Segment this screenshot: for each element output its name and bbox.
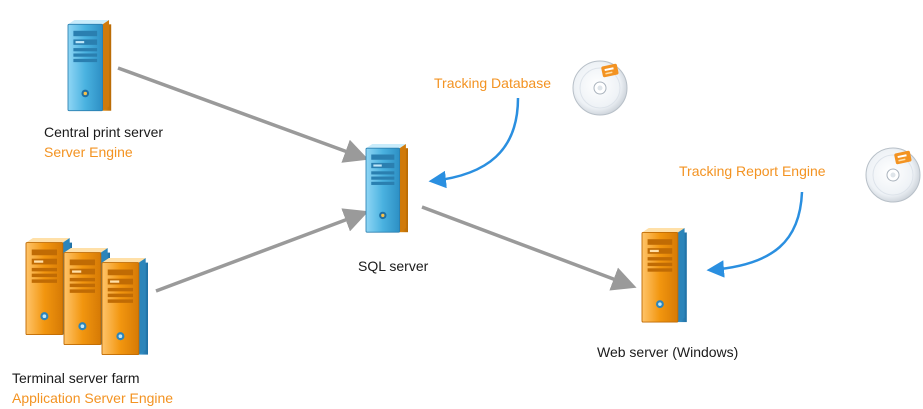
central-print-server-icon <box>67 19 112 112</box>
terminal-server-farm-label: Terminal server farm Application Server … <box>12 368 173 408</box>
central-print-server-role: Server Engine <box>44 144 133 160</box>
terminal-server-farm-icon <box>25 237 149 356</box>
connector-sql-to-web <box>421 205 637 291</box>
web-server-icon <box>641 227 688 323</box>
tracking-database-label: Tracking Database <box>434 75 551 91</box>
terminal-server-farm-name: Terminal server farm <box>12 370 140 386</box>
connector-report-engine-to-web <box>706 191 804 278</box>
web-server-label: Web server (Windows) <box>597 344 739 360</box>
sql-server-label: SQL server <box>358 258 429 274</box>
connector-farm-to-sql <box>155 208 369 293</box>
terminal-server-farm-role: Application Server Engine <box>12 390 174 406</box>
tracking-database-disc-icon <box>572 60 628 116</box>
connector-database-to-sql <box>428 97 520 189</box>
sql-server-icon <box>365 143 409 233</box>
tracking-report-engine-disc-icon <box>865 147 921 203</box>
tracking-report-engine-label: Tracking Report Engine <box>679 163 826 179</box>
connector-print-to-sql <box>117 66 369 163</box>
central-print-server-name: Central print server <box>44 124 164 140</box>
central-print-server-label: Central print server Server Engine <box>44 122 163 162</box>
